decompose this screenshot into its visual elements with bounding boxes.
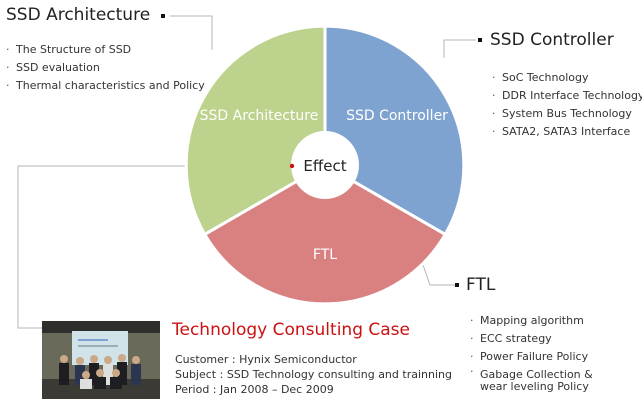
- case-connector: [17, 165, 291, 329]
- pie-segment-ftl: [202, 163, 448, 306]
- pie-center-circle: [291, 131, 359, 199]
- architecture-title-marker: [161, 14, 165, 18]
- architecture-list: The Structure of SSD SSD evaluation Ther…: [6, 41, 205, 95]
- architecture-item: Thermal characteristics and Policy: [6, 77, 205, 95]
- case-photo: [42, 321, 160, 399]
- controller-title: SSD Controller: [490, 30, 614, 50]
- segment-label-ftl: FTL: [313, 247, 337, 263]
- architecture-item: The Structure of SSD: [6, 41, 205, 59]
- architecture-item: SSD evaluation: [6, 59, 205, 77]
- segment-label-controller: SSD Controller: [346, 108, 448, 124]
- controller-item: System Bus Technology: [492, 105, 642, 123]
- pie-center-label: Effect: [303, 157, 346, 175]
- pie-segment-controller: [323, 24, 466, 237]
- controller-item: SoC Technology: [492, 69, 642, 87]
- ftl-title: FTL: [466, 275, 496, 295]
- pie-segment-architecture: [184, 24, 327, 237]
- ftl-title-marker: [455, 283, 459, 287]
- ftl-item: Gabage Collection & wear leveling Policy: [470, 366, 620, 396]
- ftl-item: Mapping algorithm: [470, 312, 620, 330]
- architecture-title: SSD Architecture: [6, 5, 151, 25]
- case-title: Technology Consulting Case: [172, 320, 410, 340]
- ftl-connector: [421, 261, 458, 286]
- case-subject: Subject : SSD Technology consulting and …: [175, 368, 452, 381]
- controller-title-marker: [478, 38, 482, 42]
- photo-people: [59, 354, 141, 389]
- segment-label-architecture: SSD Architecture: [200, 108, 319, 124]
- controller-item: SATA2, SATA3 Interface: [492, 123, 642, 141]
- case-connector-dot: [289, 163, 295, 169]
- controller-connector: [443, 39, 476, 58]
- ftl-item: ECC strategy: [470, 330, 620, 348]
- controller-item: DDR Interface Technology: [492, 87, 642, 105]
- photo-ceiling: [42, 321, 160, 333]
- case-customer: Customer : Hynix Semiconductor: [175, 353, 357, 366]
- architecture-connector: [170, 15, 213, 50]
- ftl-item: Power Failure Policy: [470, 348, 620, 366]
- case-period: Period : Jan 2008 – Dec 2009: [175, 383, 334, 396]
- controller-list: SoC Technology DDR Interface Technology …: [492, 69, 642, 141]
- ftl-list: Mapping algorithm ECC strategy Power Fai…: [470, 312, 620, 396]
